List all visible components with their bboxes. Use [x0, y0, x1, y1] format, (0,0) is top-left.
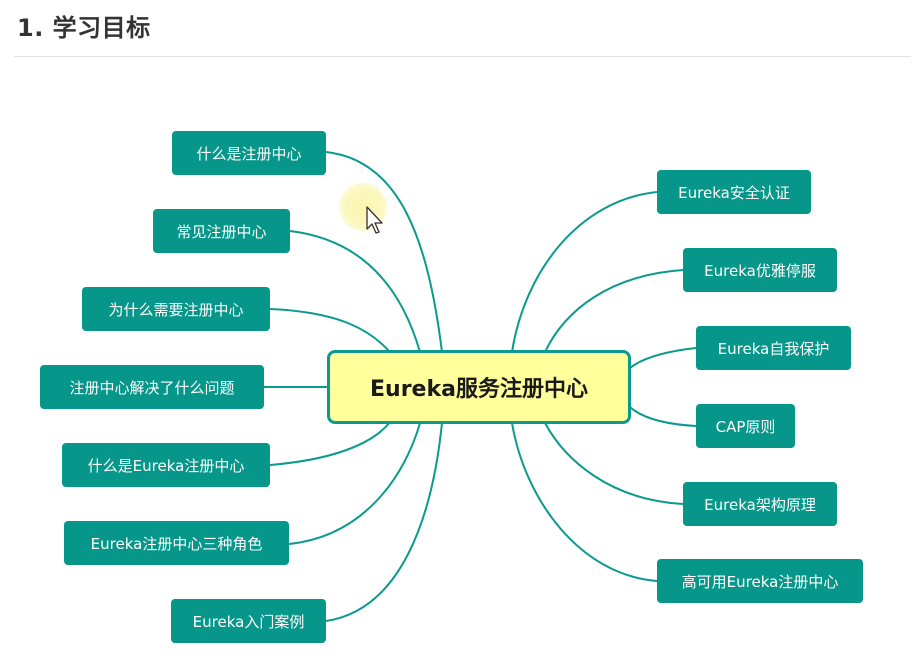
topic-node-eureka-architecture[interactable]: Eureka架构原理: [683, 482, 837, 526]
topic-node-eureka-self-preservation[interactable]: Eureka自我保护: [696, 326, 851, 370]
heading-divider: [14, 56, 911, 57]
page-heading: 1. 学习目标: [17, 14, 151, 42]
topic-node-why-need-registry[interactable]: 为什么需要注册中心: [82, 287, 270, 331]
connector-right-4: [629, 406, 697, 427]
connector-right-5: [544, 422, 684, 505]
connector-left-2: [289, 230, 421, 353]
central-topic[interactable]: Eureka服务注册中心: [327, 350, 631, 424]
topic-node-eureka-getting-started[interactable]: Eureka入门案例: [171, 599, 326, 643]
topic-node-what-is-eureka[interactable]: 什么是Eureka注册中心: [62, 443, 270, 487]
connector-left-6: [288, 422, 421, 545]
topic-node-eureka-graceful-shutdown[interactable]: Eureka优雅停服: [683, 248, 837, 292]
topic-node-eureka-security[interactable]: Eureka安全认证: [657, 170, 811, 214]
connector-right-3: [629, 347, 697, 369]
topic-node-what-is-registry[interactable]: 什么是注册中心: [172, 131, 326, 175]
connector-left-3: [269, 308, 391, 353]
connector-right-2: [544, 269, 684, 353]
topic-node-eureka-three-roles[interactable]: Eureka注册中心三种角色: [64, 521, 289, 565]
connector-right-1: [511, 191, 658, 353]
topic-node-common-registries[interactable]: 常见注册中心: [153, 209, 290, 253]
connector-left-1: [325, 151, 443, 353]
connector-left-7: [325, 422, 443, 622]
connector-right-6: [511, 422, 658, 582]
topic-node-what-problem-solved[interactable]: 注册中心解决了什么问题: [40, 365, 264, 409]
connector-left-5: [269, 421, 391, 466]
mouse-pointer-icon: [366, 206, 383, 234]
topic-node-high-availability-eureka[interactable]: 高可用Eureka注册中心: [657, 559, 863, 603]
topic-node-cap-principle[interactable]: CAP原则: [696, 404, 795, 448]
